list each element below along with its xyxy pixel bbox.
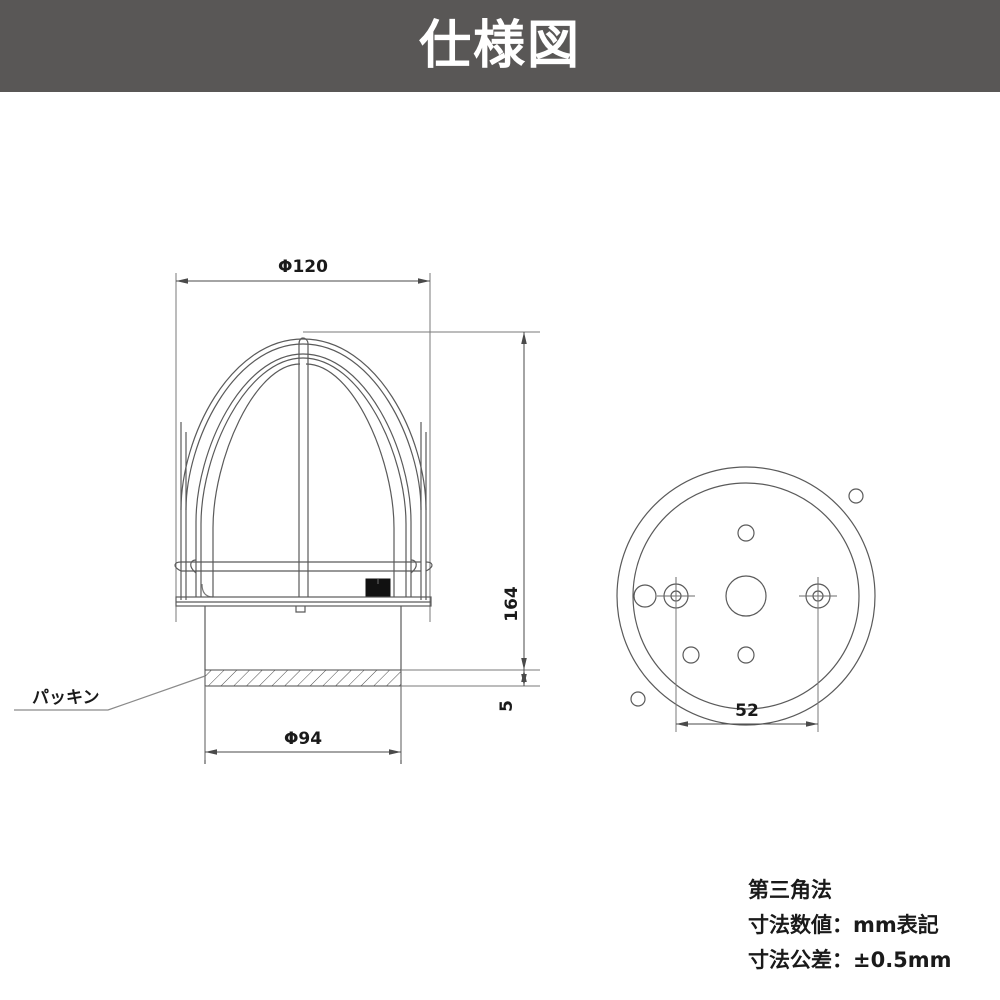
lamp-base-plate [175, 596, 432, 613]
dimension-label-packing-thickness: 5 [497, 700, 517, 712]
dimension-base-diameter: Φ94 [205, 729, 401, 755]
lamp-guard-cage [174, 337, 433, 600]
dimension-label-outer-diameter: Φ120 [278, 257, 328, 277]
extension-lines-mount-spacing [675, 596, 819, 732]
dimension-mount-hole-spacing: 52 [676, 701, 818, 727]
technical-drawing-svg: Φ120 [14, 257, 952, 972]
packing-hatch [204, 669, 402, 687]
dimension-label-mount-hole-spacing: 52 [735, 701, 759, 721]
note-tolerance: 寸法公差：±0.5mm [748, 948, 952, 972]
small-hole-left [633, 584, 657, 608]
center-hole [725, 575, 767, 617]
dimension-outer-diameter: Φ120 [176, 257, 430, 284]
dimension-height: 164 [502, 332, 527, 670]
notes-block: 第三角法 寸法数値：mm表記 寸法公差：±0.5mm [748, 878, 952, 972]
rim-hole-lower-left [630, 691, 646, 707]
dimension-packing-thickness: 5 [497, 670, 527, 712]
page-header: 仕様図 [0, 0, 1000, 92]
witness-lines-height [303, 331, 540, 687]
packing-leader: パッキン [14, 675, 206, 711]
rim-hole-upper-right [848, 488, 864, 504]
note-projection-method: 第三角法 [748, 878, 832, 902]
note-unit: 寸法数値：mm表記 [748, 913, 939, 937]
small-hole-top [737, 524, 755, 542]
drawing-canvas: Φ120 [0, 92, 1000, 1000]
small-hole-bottom-left [682, 646, 700, 664]
extension-lines-base-diameter [204, 686, 402, 760]
packing-body [204, 606, 402, 764]
front-elevation-view: Φ120 [14, 257, 540, 764]
small-hole-bottom-center [737, 646, 755, 664]
page-title: 仕様図 [418, 16, 581, 76]
bottom-plan-view: 52 [616, 466, 876, 732]
dimension-label-height: 164 [502, 586, 522, 622]
callout-label-packing: パッキン [32, 688, 100, 708]
dimension-label-base-diameter: Φ94 [284, 729, 322, 749]
plan-inner-circle [632, 482, 860, 710]
